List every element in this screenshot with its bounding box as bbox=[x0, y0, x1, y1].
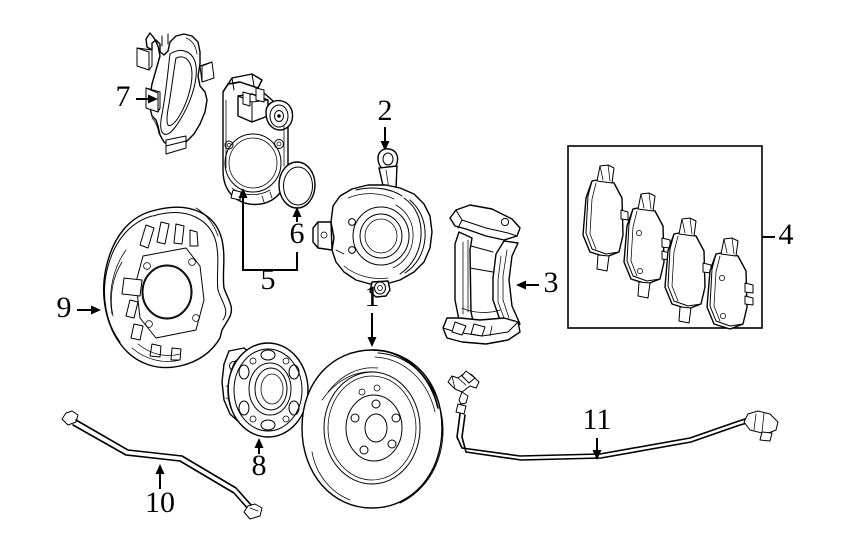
callout-3: 3 bbox=[516, 266, 559, 299]
callout-label-7: 7 bbox=[116, 80, 131, 113]
part-brake-caliper bbox=[312, 148, 433, 298]
brake-pad-1 bbox=[582, 164, 629, 272]
brake-pad-2 bbox=[623, 192, 671, 299]
callout-8: 8 bbox=[252, 438, 267, 482]
callout-arrowhead-8 bbox=[254, 438, 264, 448]
callout-11: 11 bbox=[583, 403, 612, 460]
callout-arrowhead-10 bbox=[155, 464, 165, 474]
callout-label-9: 9 bbox=[57, 291, 72, 324]
callout-9: 9 bbox=[57, 291, 101, 324]
callout-arrowhead-1 bbox=[367, 337, 377, 347]
callout-arrowhead-7 bbox=[148, 94, 158, 104]
callout-arrowhead-2 bbox=[380, 141, 390, 151]
part-brake-pad-set bbox=[567, 145, 763, 330]
callout-label-5: 5 bbox=[261, 263, 276, 296]
part-seal-ring bbox=[278, 161, 316, 209]
callout-10: 10 bbox=[145, 464, 175, 519]
part-abs-wheel-speed-sensor bbox=[447, 370, 779, 461]
callout-bracket-5 bbox=[242, 215, 298, 271]
callout-label-2: 2 bbox=[378, 94, 393, 127]
callout-7: 7 bbox=[116, 80, 158, 113]
brake-pad-4 bbox=[706, 237, 754, 330]
callout-2: 2 bbox=[378, 94, 393, 151]
callout-label-6: 6 bbox=[290, 217, 305, 250]
callout-arrowhead-11 bbox=[592, 450, 602, 460]
callout-label-10: 10 bbox=[145, 486, 175, 519]
part-brake-rotor bbox=[301, 349, 444, 509]
callout-arrowhead-6 bbox=[292, 207, 302, 217]
callout-label-1: 1 bbox=[365, 280, 380, 313]
part-parking-brake-cable bbox=[61, 410, 263, 520]
part-parking-brake-actuator bbox=[222, 73, 294, 206]
callout-label-4: 4 bbox=[779, 218, 794, 251]
callout-4: 4 bbox=[762, 218, 794, 251]
callout-5: 5 bbox=[238, 188, 298, 296]
brake-pad-3 bbox=[664, 217, 712, 324]
part-pad-retaining-spring bbox=[136, 32, 215, 155]
callout-6: 6 bbox=[290, 207, 305, 250]
callout-arrowhead-5 bbox=[238, 188, 248, 198]
callout-arrowhead-9 bbox=[91, 305, 101, 315]
callout-label-3: 3 bbox=[544, 266, 559, 299]
part-brake-dust-shield bbox=[103, 206, 233, 369]
callout-1: 1 bbox=[365, 280, 380, 347]
part-caliper-bracket bbox=[442, 204, 521, 345]
callout-label-11: 11 bbox=[583, 403, 612, 436]
part-wheel-hub-bearing bbox=[221, 342, 309, 438]
callout-label-8: 8 bbox=[252, 449, 267, 482]
callout-arrowhead-3 bbox=[516, 280, 526, 290]
